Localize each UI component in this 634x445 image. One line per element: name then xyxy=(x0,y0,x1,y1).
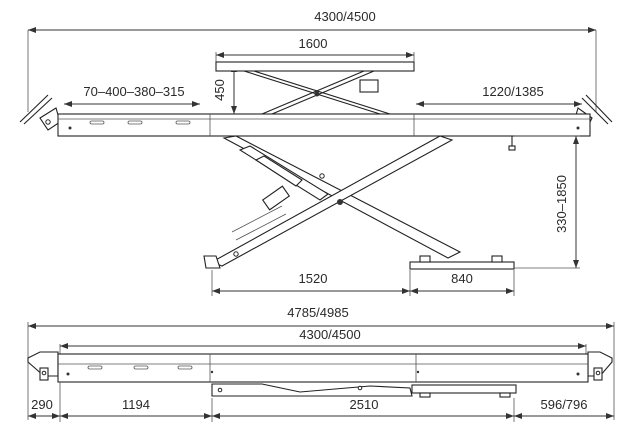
scissor-mechanism xyxy=(203,135,515,270)
platform-height-label: 450 xyxy=(212,79,227,101)
dim-bottom-row: 290 1194 2510 596/796 xyxy=(28,382,614,422)
dim-overall-length: 4300/4500 xyxy=(27,9,597,112)
dim-lift-height: 330–1850 xyxy=(514,135,580,269)
overall-with-ramps-label: 4785/4985 xyxy=(287,305,348,320)
platform-length-label: 4300/4500 xyxy=(299,327,360,342)
top-right-ramp xyxy=(587,351,613,381)
main-platform xyxy=(57,113,591,151)
base-plate-label: 840 xyxy=(451,271,473,286)
dim-extension: 1220/1385 xyxy=(416,84,582,107)
center-section-label: 2510 xyxy=(350,397,379,412)
left-ramp xyxy=(19,94,61,131)
lift-height-label: 330–1850 xyxy=(554,175,569,233)
dim-platform-length: 4300/4500 xyxy=(59,327,587,356)
platform-width-label: 1600 xyxy=(299,36,328,51)
ramp-offsets-label: 70–400–380–315 xyxy=(83,84,184,99)
top-platform xyxy=(57,353,589,383)
dim-base-span: 1520 840 xyxy=(211,270,515,296)
left-section-label: 1194 xyxy=(122,397,150,412)
right-ramp-label: 596/796 xyxy=(541,397,588,412)
extension-label: 1220/1385 xyxy=(482,84,543,99)
side-view: 4300/4500 1600 450 70–400–380–315 xyxy=(19,9,613,296)
dim-platform-width: 1600 xyxy=(215,36,415,62)
scissor-span-label: 1520 xyxy=(299,271,328,286)
overall-length-label: 4300/4500 xyxy=(314,9,375,24)
dim-overall-with-ramps: 4785/4985 xyxy=(27,305,615,420)
folded-scissor xyxy=(211,383,517,398)
dim-ramp-offsets: 70–400–380–315 xyxy=(64,84,200,107)
top-view: 4785/4985 4300/4500 xyxy=(27,305,615,422)
upper-platform xyxy=(215,61,415,115)
top-left-ramp xyxy=(27,351,59,381)
left-ramp-label: 290 xyxy=(31,397,53,412)
